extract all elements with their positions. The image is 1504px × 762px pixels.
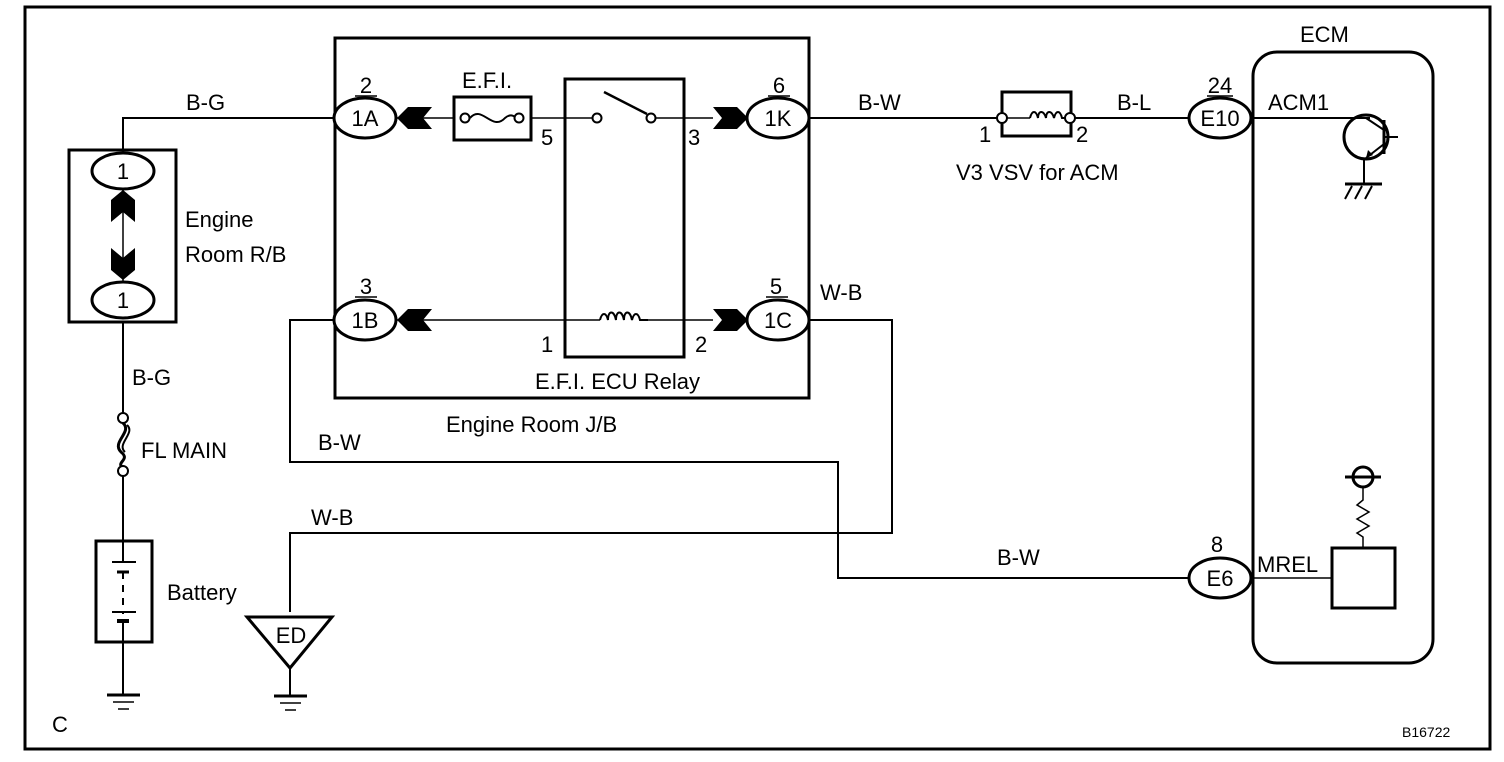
rb-bottom-pin: 1 [117, 288, 129, 313]
battery-icon [94, 539, 154, 644]
relay-pin-1: 1 [541, 332, 553, 357]
engine-room-jb-label: Engine Room J/B [446, 412, 617, 437]
ground-ed-label: ED [276, 623, 307, 648]
transistor-icon [1342, 113, 1398, 200]
relay-switch-contact [645, 112, 657, 124]
wire-rb-to-1a [122, 117, 335, 150]
wire-label-bw-e6: B-W [997, 545, 1040, 570]
wire-label-wb-1c: W-B [820, 280, 862, 305]
ground-point-ed-icon [243, 615, 336, 671]
wire-label-wb-ground: W-B [311, 505, 353, 530]
connector-1b-id: 1B [352, 308, 379, 333]
relay-coil-icon [599, 311, 648, 321]
rb-top-pin: 1 [117, 159, 129, 184]
ground-icon [107, 693, 140, 710]
connector-arrow-icon [111, 248, 135, 280]
connector-e10-id: E10 [1200, 106, 1239, 131]
outer-frame [23, 5, 1492, 751]
connector-e10-pin: 24 [1208, 73, 1232, 98]
ecm-mrel-label: MREL [1257, 552, 1318, 577]
fl-main-label: FL MAIN [141, 438, 227, 463]
connector-arrow-icon [713, 107, 748, 129]
relay-switch-arm [603, 90, 648, 116]
ecm-acm1-label: ACM1 [1268, 90, 1329, 115]
vsv-pin-1: 1 [979, 122, 991, 147]
connector-1a-pin: 2 [360, 73, 372, 98]
rb-label-line2: Room R/B [185, 242, 286, 267]
connector-e6-pin: 8 [1211, 532, 1223, 557]
connector-1k-id: 1K [765, 106, 792, 131]
corner-label: C [52, 712, 68, 737]
connector-e6-id: E6 [1207, 566, 1234, 591]
engine-room-jb-box [333, 36, 811, 400]
wire-label-bg-top: B-G [186, 90, 225, 115]
wire-label-bw-top: B-W [858, 90, 901, 115]
fl-main-fusible-link-icon [117, 412, 131, 477]
relay-pin-3: 3 [688, 125, 700, 150]
connector-1c-pin: 5 [770, 274, 782, 299]
efi-ecu-relay-box [563, 77, 686, 359]
engine-room-rb: 1 1 Engine Room R/B [67, 148, 286, 324]
connector-arrow-icon [713, 309, 748, 331]
relay-switch-contact [591, 112, 603, 124]
relay-label: E.F.I. ECU Relay [535, 369, 700, 394]
rb-label-line1: Engine [185, 207, 254, 232]
connector-1a [332, 96, 398, 140]
wire-label-bl: B-L [1117, 90, 1151, 115]
mrel-relay-icon [1330, 465, 1397, 610]
efi-fuse-label: E.F.I. [462, 68, 512, 93]
wire-1c-to-ground [289, 319, 893, 612]
connector-1c-id: 1C [764, 308, 792, 333]
wire-1b-to-e6 [289, 319, 1189, 579]
wire-label-bg-bottom: B-G [132, 365, 171, 390]
battery-label: Battery [167, 580, 237, 605]
connector-1k-pin: 6 [773, 73, 785, 98]
connector-1a-id: 1A [352, 106, 379, 131]
vsv-solenoid-icon [996, 90, 1076, 138]
ecm-box [1251, 50, 1435, 665]
connector-1b-pin: 3 [360, 274, 372, 299]
connector-arrow-icon [111, 190, 135, 222]
relay-pin-2: 2 [695, 332, 707, 357]
vsv-pin-2: 2 [1076, 122, 1088, 147]
figure-id: B16722 [1402, 724, 1450, 740]
relay-pin-5: 5 [541, 125, 553, 150]
ecm-label: ECM [1300, 22, 1349, 47]
wire-label-bw-1b: B-W [318, 430, 361, 455]
ground-icon [274, 694, 307, 711]
vsv-label: V3 VSV for ACM [956, 160, 1119, 185]
